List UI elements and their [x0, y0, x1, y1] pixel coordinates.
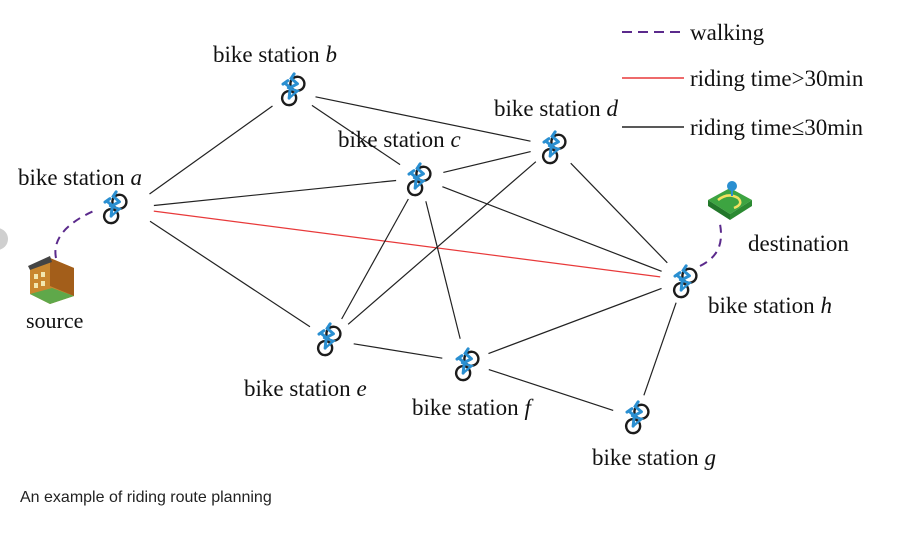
- label-station-a: bike station a: [18, 165, 142, 190]
- edge-a-h: [153, 210, 661, 278]
- walking-path-destination: [699, 223, 722, 267]
- edge-f-h: [488, 287, 662, 355]
- edge-e-f: [353, 343, 443, 359]
- edge-c-d: [443, 150, 531, 174]
- figure-caption: An example of riding route planning: [20, 489, 272, 506]
- legend-walking-label: walking: [690, 20, 765, 45]
- scroll-handle[interactable]: [0, 228, 8, 250]
- bike-icon-d: [533, 128, 574, 168]
- bike-icon-b: [272, 70, 313, 110]
- label-station-e: bike station e: [244, 376, 367, 401]
- bike-icon-h: [664, 262, 705, 302]
- edge-c-f: [425, 201, 461, 339]
- edge-g-h: [643, 302, 677, 396]
- edge-e-d: [347, 161, 537, 325]
- edge-a-e: [149, 220, 311, 328]
- label-source: source: [26, 308, 83, 333]
- label-station-f: bike station f: [412, 395, 534, 420]
- edge-d-h: [570, 162, 668, 264]
- bike-icon-c: [398, 160, 439, 200]
- edge-b-c: [311, 104, 401, 166]
- bike-icon-a: [94, 188, 135, 228]
- edge-f-g: [488, 368, 614, 412]
- legend: walking riding time>30min riding time≤30…: [622, 20, 864, 140]
- walking-path-source: [54, 209, 97, 259]
- label-station-c: bike station c: [338, 127, 461, 152]
- bike-icon-g: [616, 398, 657, 438]
- map-destination-icon: [708, 181, 752, 220]
- building-icon: [28, 256, 74, 304]
- label-station-g: bike station g: [592, 445, 716, 470]
- legend-riding-long-label: riding time>30min: [690, 66, 864, 91]
- label-destination: destination: [748, 231, 849, 256]
- legend-riding-short-label: riding time≤30min: [690, 115, 863, 140]
- bike-icon-e: [308, 320, 349, 360]
- label-station-h: bike station h: [708, 293, 832, 318]
- edges-layer: [149, 96, 677, 412]
- edge-b-d: [315, 96, 531, 142]
- label-station-d: bike station d: [494, 96, 618, 121]
- edge-a-b: [149, 105, 273, 195]
- edge-c-e: [341, 198, 409, 320]
- label-station-b: bike station b: [213, 42, 337, 67]
- bike-icon-f: [446, 345, 487, 385]
- edge-c-h: [442, 186, 662, 272]
- edge-a-c: [153, 179, 397, 207]
